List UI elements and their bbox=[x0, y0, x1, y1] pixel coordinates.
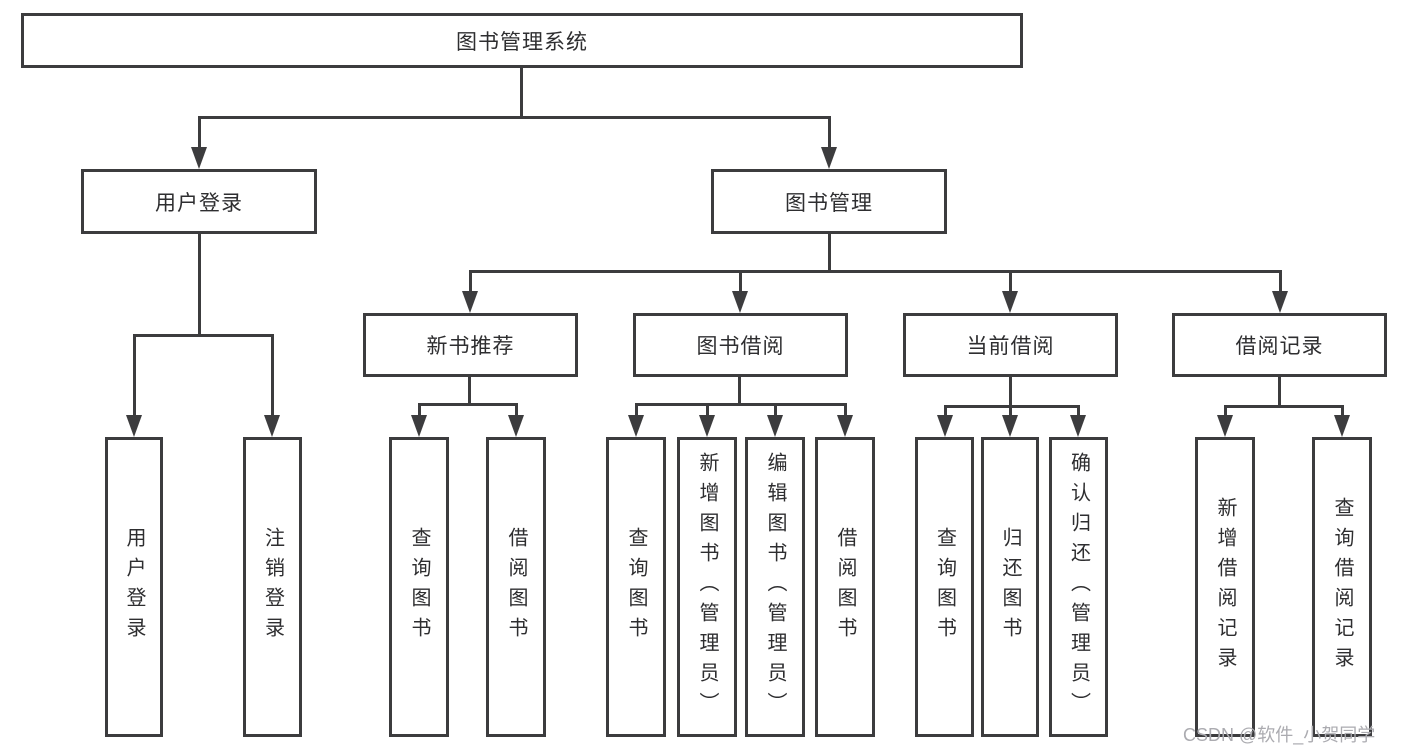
connector-hline bbox=[635, 403, 847, 406]
leaf-borrow-books: 借阅图书 bbox=[815, 437, 875, 737]
arrow-down-icon bbox=[1002, 291, 1018, 313]
connector-vline bbox=[198, 234, 201, 336]
connector-vline bbox=[1009, 377, 1012, 407]
connector-vline bbox=[520, 68, 523, 118]
connector-vline bbox=[828, 118, 831, 150]
connector-vline bbox=[469, 272, 472, 294]
leaf-user-login: 用户登录 bbox=[105, 437, 163, 737]
arrow-down-icon bbox=[1334, 415, 1350, 437]
connector-hline bbox=[418, 403, 518, 406]
leaf-logout: 注销登录 bbox=[243, 437, 302, 737]
connector-hline bbox=[198, 116, 831, 119]
arrow-down-icon bbox=[1217, 415, 1233, 437]
arrow-down-icon bbox=[937, 415, 953, 437]
connector-vline bbox=[1279, 272, 1282, 294]
connector-vline bbox=[198, 118, 201, 150]
leaf-query-books-current: 查询图书 bbox=[915, 437, 974, 737]
connector-vline bbox=[1224, 407, 1227, 421]
leaf-query-books-borrow: 查询图书 bbox=[606, 437, 666, 737]
connector-vline bbox=[944, 407, 947, 421]
node-root: 图书管理系统 bbox=[21, 13, 1023, 68]
leaf-query-borrow-record-label: 查询借阅记录 bbox=[1331, 497, 1353, 677]
arrow-down-icon bbox=[767, 415, 783, 437]
leaf-add-borrow-record: 新增借阅记录 bbox=[1195, 437, 1255, 737]
arrow-down-icon bbox=[699, 415, 715, 437]
leaf-add-borrow-record-label: 新增借阅记录 bbox=[1214, 497, 1236, 677]
arrow-down-icon bbox=[1272, 291, 1288, 313]
connector-vline bbox=[133, 336, 136, 418]
arrow-down-icon bbox=[126, 415, 142, 437]
node-book-management-label: 图书管理 bbox=[785, 191, 873, 215]
arrow-down-icon bbox=[411, 415, 427, 437]
node-current-borrow-label: 当前借阅 bbox=[966, 335, 1055, 358]
connector-hline bbox=[133, 334, 274, 337]
leaf-query-books-recommend-label: 查询图书 bbox=[408, 527, 430, 647]
connector-hline bbox=[1224, 405, 1344, 408]
node-new-book-recommend-label: 新书推荐 bbox=[426, 335, 515, 358]
connector-vline bbox=[468, 377, 471, 405]
arrow-down-icon bbox=[732, 291, 748, 313]
leaf-edit-books-admin: 编辑图书（管理员） bbox=[745, 437, 805, 737]
node-book-borrow: 图书借阅 bbox=[633, 313, 848, 377]
connector-vline bbox=[515, 405, 518, 421]
connector-vline bbox=[828, 234, 831, 272]
leaf-add-books-admin: 新增图书（管理员） bbox=[677, 437, 737, 737]
arrow-down-icon bbox=[1002, 415, 1018, 437]
connector-vline bbox=[1341, 407, 1344, 421]
connector-vline bbox=[706, 405, 709, 421]
node-book-management: 图书管理 bbox=[711, 169, 947, 234]
node-new-book-recommend: 新书推荐 bbox=[363, 313, 578, 377]
leaf-add-books-admin-label: 新增图书（管理员） bbox=[696, 452, 718, 722]
connector-vline bbox=[739, 272, 742, 294]
leaf-borrow-books-recommend: 借阅图书 bbox=[486, 437, 546, 737]
csdn-watermark: CSDN @软件_小贺同学 bbox=[1183, 725, 1376, 745]
node-root-label: 图书管理系统 bbox=[456, 30, 588, 54]
leaf-user-login-label: 用户登录 bbox=[123, 527, 145, 647]
leaf-return-books-label: 归还图书 bbox=[999, 527, 1021, 647]
connector-vline bbox=[738, 377, 741, 405]
leaf-query-books-recommend: 查询图书 bbox=[389, 437, 449, 737]
connector-vline bbox=[1009, 272, 1012, 294]
leaf-query-borrow-record: 查询借阅记录 bbox=[1312, 437, 1372, 737]
arrow-down-icon bbox=[837, 415, 853, 437]
leaf-logout-label: 注销登录 bbox=[261, 527, 284, 647]
connector-vline bbox=[271, 336, 274, 418]
leaf-borrow-books-recommend-label: 借阅图书 bbox=[505, 527, 527, 647]
leaf-edit-books-admin-label: 编辑图书（管理员） bbox=[764, 452, 786, 722]
node-borrow-records-label: 借阅记录 bbox=[1235, 335, 1324, 358]
arrow-down-icon bbox=[821, 147, 837, 169]
node-user-login-label: 用户登录 bbox=[155, 191, 243, 215]
arrow-down-icon bbox=[628, 415, 644, 437]
connector-hline bbox=[469, 270, 1282, 273]
leaf-borrow-books-label: 借阅图书 bbox=[834, 527, 856, 647]
connector-hline bbox=[944, 405, 1080, 408]
connector-vline bbox=[635, 405, 638, 421]
connector-vline bbox=[1009, 407, 1012, 421]
leaf-confirm-return-admin: 确认归还（管理员） bbox=[1049, 437, 1108, 737]
arrow-down-icon bbox=[264, 415, 280, 437]
connector-vline bbox=[1278, 377, 1281, 407]
node-current-borrow: 当前借阅 bbox=[903, 313, 1118, 377]
arrow-down-icon bbox=[508, 415, 524, 437]
leaf-query-books-current-label: 查询图书 bbox=[933, 527, 956, 647]
node-book-borrow-label: 图书借阅 bbox=[696, 335, 785, 358]
connector-vline bbox=[1077, 407, 1080, 421]
connector-vline bbox=[844, 405, 847, 421]
connector-vline bbox=[418, 405, 421, 421]
leaf-return-books: 归还图书 bbox=[981, 437, 1039, 737]
arrow-down-icon bbox=[462, 291, 478, 313]
connector-vline bbox=[774, 405, 777, 421]
node-user-login: 用户登录 bbox=[81, 169, 317, 234]
node-borrow-records: 借阅记录 bbox=[1172, 313, 1387, 377]
arrow-down-icon bbox=[191, 147, 207, 169]
leaf-confirm-return-admin-label: 确认归还（管理员） bbox=[1067, 452, 1090, 722]
arrow-down-icon bbox=[1070, 415, 1086, 437]
leaf-query-books-borrow-label: 查询图书 bbox=[625, 527, 647, 647]
